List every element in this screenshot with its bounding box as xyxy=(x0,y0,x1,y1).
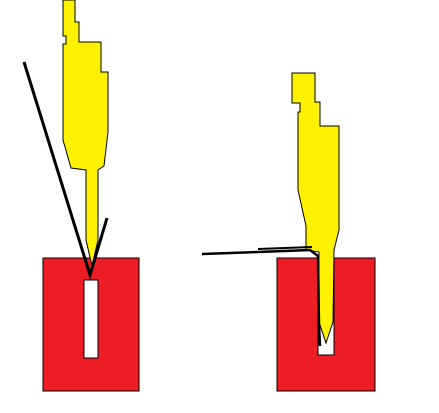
left-die xyxy=(42,257,140,392)
right-stage xyxy=(201,72,376,392)
right-sheet xyxy=(201,248,322,347)
right-punch xyxy=(291,72,340,345)
left-stage xyxy=(22,0,140,392)
left-punch xyxy=(62,0,109,267)
left-sheet xyxy=(22,61,109,281)
right-sheet-thickness xyxy=(257,246,313,250)
